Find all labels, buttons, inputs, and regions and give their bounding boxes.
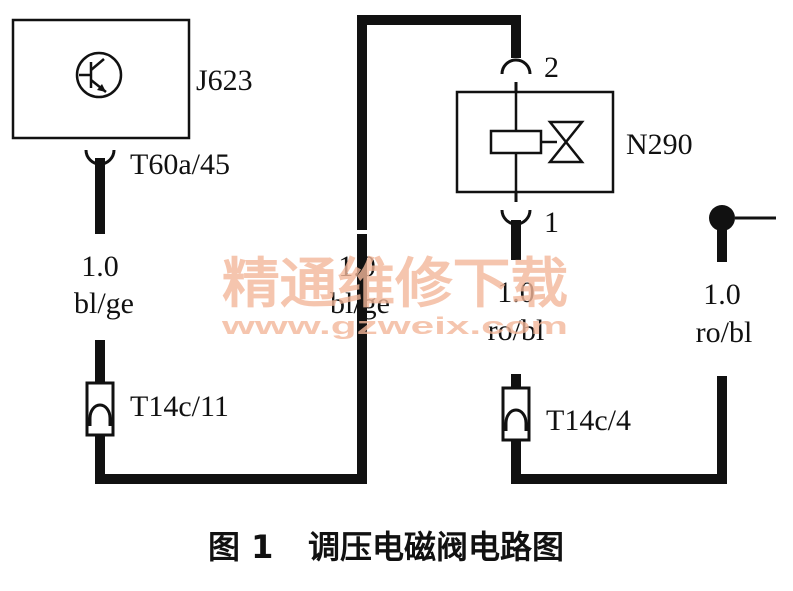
ecu-pin-label: T60a/45: [130, 148, 230, 181]
wire-middle-gauge: 1.0: [338, 250, 376, 283]
n290-label: N290: [626, 128, 693, 161]
wire-to-valve-pin-2: [357, 15, 521, 230]
wire-left-color: bl/ge: [74, 287, 134, 320]
wire-middle-color: bl/ge: [330, 287, 390, 320]
valve-pin-1-label: 1: [544, 206, 559, 239]
wire-right-gauge: 1.0: [703, 278, 741, 311]
transistor-icon: [75, 51, 123, 99]
j623-box: [11, 18, 191, 140]
watermark-text: 精通维修下载: [222, 252, 568, 315]
caption-number: 图 1: [208, 528, 273, 566]
solenoid-valve-icon: [489, 120, 585, 164]
caption-title: 调压电磁阀电路图: [308, 528, 564, 566]
right-connector-label: T14c/4: [546, 404, 631, 437]
n290-box: [455, 90, 615, 194]
inline-connector-t14c-4: [501, 386, 531, 442]
wire-valve-color: ro/bl: [488, 314, 545, 347]
wire-valve-gauge: 1.0: [497, 276, 535, 309]
wire-right-loop: [511, 376, 727, 484]
wire-right-color: ro/bl: [696, 316, 753, 349]
wire-left-gauge: 1.0: [81, 250, 119, 283]
watermark-url: www.gzweix.com: [220, 313, 568, 340]
left-connector-label: T14c/11: [130, 390, 229, 423]
inline-connector-t14c-11: [85, 381, 115, 437]
valve-pin-2-label: 2: [544, 51, 559, 84]
j623-label: J623: [196, 64, 253, 97]
valve-pin-2-socket: [500, 58, 532, 75]
terminal-dot-icon: [709, 205, 776, 231]
wire-left-loop: [95, 234, 367, 484]
